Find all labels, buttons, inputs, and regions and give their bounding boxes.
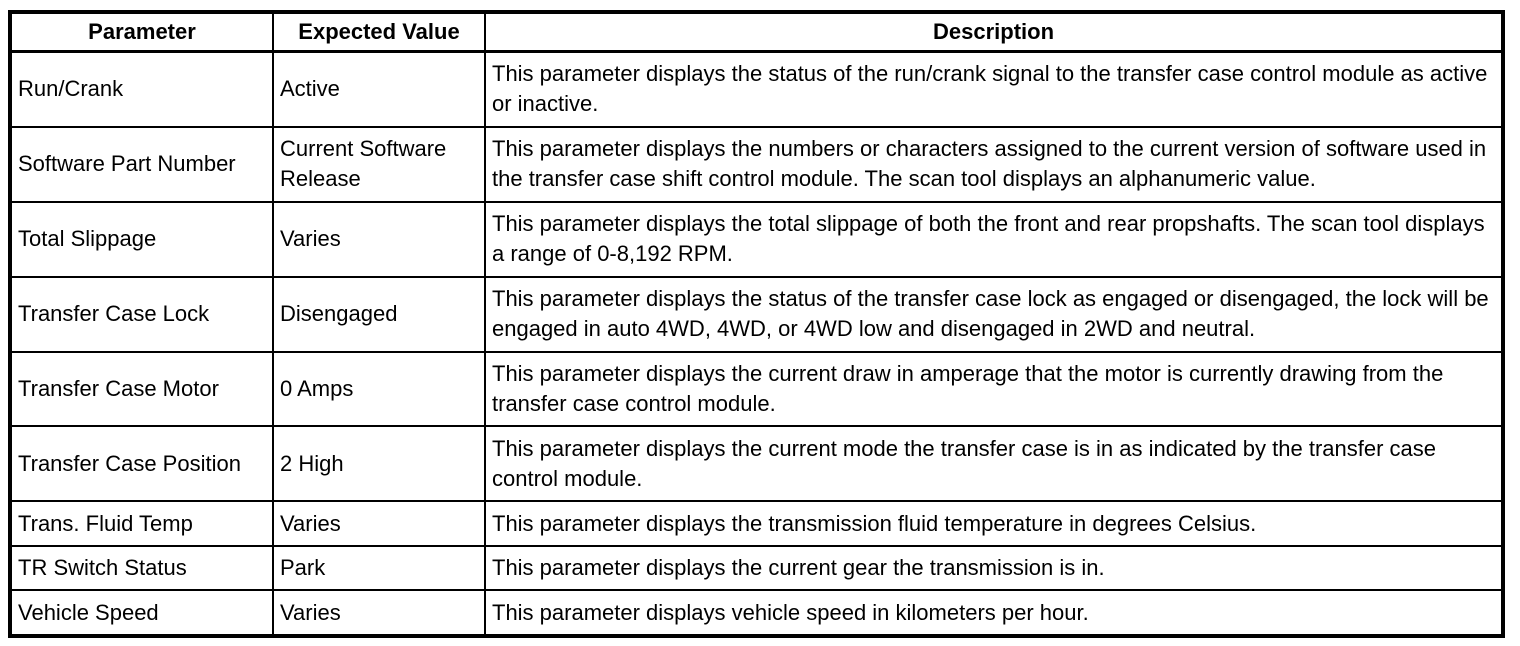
parameter-cell: Run/Crank [9, 50, 274, 128]
parameter-cell: Transfer Case Motor [9, 350, 274, 428]
parameters-table-container: Parameter Expected Value Description Run… [8, 10, 1505, 638]
table-header: Parameter Expected Value Description [9, 11, 1504, 53]
description-cell: This parameter displays the status of th… [484, 50, 1504, 128]
parameter-cell: Software Part Number [9, 125, 274, 203]
parameter-cell: Vehicle Speed [9, 589, 274, 637]
parameters-table: Parameter Expected Value Description Run… [8, 10, 1505, 638]
description-cell: This parameter displays the numbers or c… [484, 125, 1504, 203]
expected-value-cell: Active [272, 50, 486, 128]
expected-value-cell: Disengaged [272, 275, 486, 353]
parameter-cell: Total Slippage [9, 200, 274, 278]
header-row: Parameter Expected Value Description [9, 11, 1504, 53]
description-cell: This parameter displays the current gear… [484, 544, 1504, 592]
expected-value-cell: 0 Amps [272, 350, 486, 428]
table-row: Total Slippage Varies This parameter dis… [9, 200, 1504, 278]
description-cell: This parameter displays vehicle speed in… [484, 589, 1504, 637]
table-row: TR Switch Status Park This parameter dis… [9, 544, 1504, 592]
description-cell: This parameter displays the transmission… [484, 500, 1504, 547]
table-row: Vehicle Speed Varies This parameter disp… [9, 589, 1504, 637]
table-row: Transfer Case Lock Disengaged This param… [9, 275, 1504, 353]
description-cell: This parameter displays the current draw… [484, 350, 1504, 428]
expected-value-cell: 2 High [272, 425, 486, 503]
parameter-cell: Transfer Case Lock [9, 275, 274, 353]
parameter-cell: Trans. Fluid Temp [9, 500, 274, 547]
table-row: Trans. Fluid Temp Varies This parameter … [9, 500, 1504, 547]
description-cell: This parameter displays the total slippa… [484, 200, 1504, 278]
expected-value-cell: Varies [272, 200, 486, 278]
expected-value-cell: Park [272, 544, 486, 592]
table-body: Run/Crank Active This parameter displays… [9, 50, 1504, 637]
table-row: Software Part Number Current Software Re… [9, 125, 1504, 203]
column-header-description: Description [484, 11, 1504, 53]
parameter-cell: Transfer Case Position [9, 425, 274, 503]
table-row: Transfer Case Motor 0 Amps This paramete… [9, 350, 1504, 428]
column-header-parameter: Parameter [9, 11, 274, 53]
expected-value-cell: Current Software Release [272, 125, 486, 203]
table-row: Transfer Case Position 2 High This param… [9, 425, 1504, 503]
table-row: Run/Crank Active This parameter displays… [9, 50, 1504, 128]
expected-value-cell: Varies [272, 500, 486, 547]
column-header-expected-value: Expected Value [272, 11, 486, 53]
expected-value-cell: Varies [272, 589, 486, 637]
parameter-cell: TR Switch Status [9, 544, 274, 592]
description-cell: This parameter displays the status of th… [484, 275, 1504, 353]
description-cell: This parameter displays the current mode… [484, 425, 1504, 503]
